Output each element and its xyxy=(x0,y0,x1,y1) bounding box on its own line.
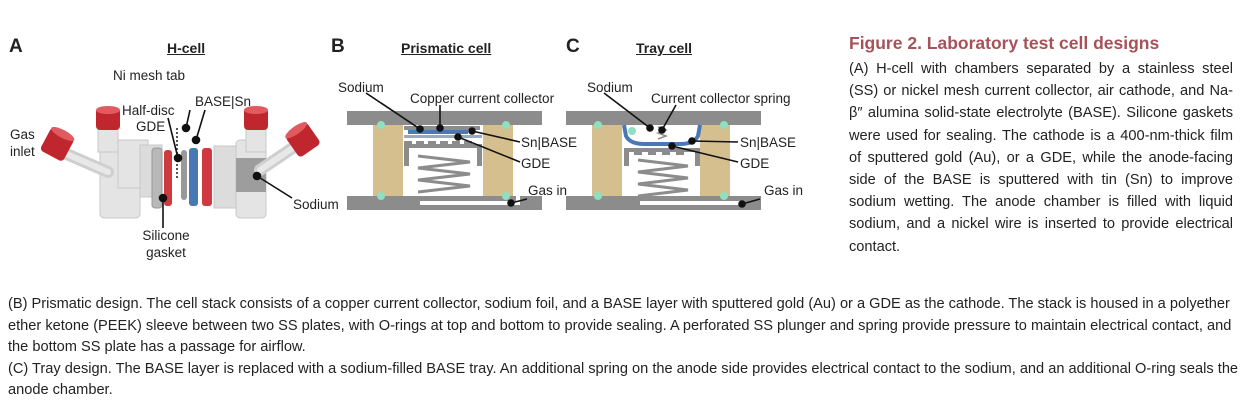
panel-c-title: Tray cell xyxy=(636,40,693,56)
prismatic-cell-diagram xyxy=(347,111,542,210)
cap-right-top-icon xyxy=(244,106,268,130)
panel-c-letter: C xyxy=(566,36,580,57)
h-cell-left-chamber xyxy=(56,121,163,219)
label-gde-b: GDE xyxy=(521,156,551,171)
panel-a-title: H-cell xyxy=(167,40,206,56)
tray-cell-diagram xyxy=(566,111,761,210)
label-gas-in-b: Gas in xyxy=(528,183,568,198)
label-copper-collector: Copper current collector xyxy=(410,91,555,106)
label-sodium-c: Sodium xyxy=(587,80,633,95)
panel-b-title: Prismatic cell xyxy=(401,40,492,56)
label-base-sn: BASE|Sn xyxy=(195,94,252,109)
label-half-disc: Half-disc xyxy=(122,103,175,118)
label-sn-base-b: Sn|BASE xyxy=(521,135,578,150)
label-gasket: gasket xyxy=(146,245,186,260)
label-gde-c: GDE xyxy=(740,156,770,171)
caption-bottom: (B) Prismatic design. The cell stack con… xyxy=(8,294,1240,402)
caption-b-text: (B) Prismatic design. The cell stack con… xyxy=(8,296,1232,355)
panel-b-letter: B xyxy=(331,36,345,57)
cap-left-top-icon xyxy=(96,106,120,130)
caption-a-text: (A) H-cell with chambers separated by a … xyxy=(849,61,1233,255)
h-cell-leaders xyxy=(158,109,293,228)
prismatic-leaders xyxy=(365,92,528,207)
caption-c-text: (C) Tray design. The BASE layer is repla… xyxy=(8,360,1239,399)
cap-left-inlet-icon xyxy=(40,126,75,161)
label-gas-in-c: Gas in xyxy=(764,183,804,198)
label-gas-inlet-2: inlet xyxy=(10,144,35,159)
cap-right-inlet-icon xyxy=(285,122,320,157)
label-sodium-b: Sodium xyxy=(338,80,384,95)
label-ni-mesh-tab: Ni mesh tab xyxy=(113,68,186,83)
label-silicone: Silicone xyxy=(142,228,190,243)
label-half-disc-gde: GDE xyxy=(136,119,166,134)
figure-title: Figure 2. Laboratory test cell designs xyxy=(849,33,1160,53)
label-sn-base-c: Sn|BASE xyxy=(740,135,797,150)
panel-a-letter: A xyxy=(9,36,23,57)
h-cell-disc-stack xyxy=(151,128,237,209)
label-gas-inlet-1: Gas xyxy=(10,127,35,142)
tray-leaders xyxy=(603,92,761,208)
label-sodium-a: Sodium xyxy=(293,197,339,212)
label-current-collector-spring: Current collector spring xyxy=(651,91,791,106)
